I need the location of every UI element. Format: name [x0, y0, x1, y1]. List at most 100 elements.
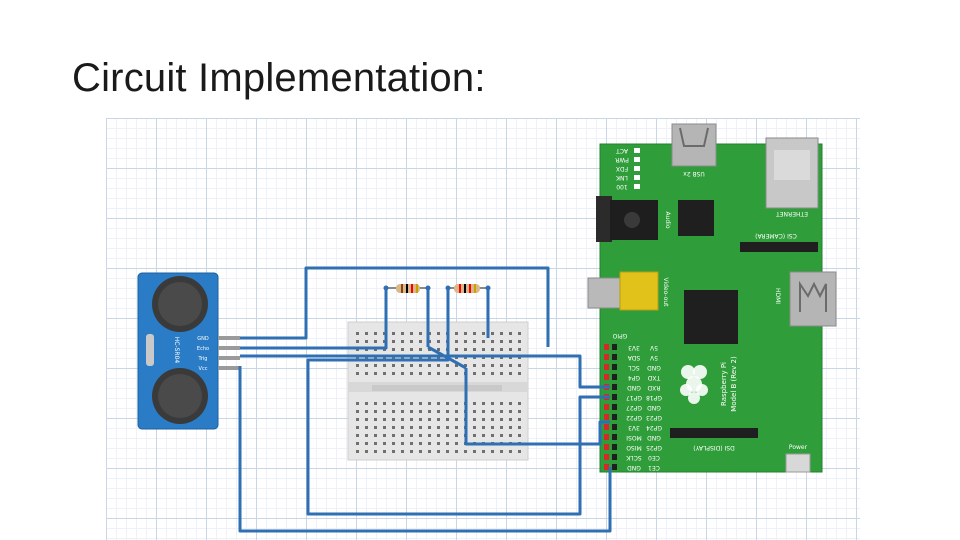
- sensor-model-label: HC-SR04: [173, 337, 180, 364]
- breadboard-hole: [374, 426, 377, 429]
- breadboard-hole: [473, 450, 476, 453]
- sensor-pin-trig: Trig: [198, 356, 208, 362]
- breadboard-hole: [473, 434, 476, 437]
- breadboard-hole: [500, 348, 503, 351]
- resistor-2: [446, 284, 488, 293]
- gpio-pin: [604, 374, 609, 380]
- breadboard-hole: [500, 402, 503, 405]
- gpio-label-left: SDA: [627, 354, 640, 361]
- breadboard-hole: [437, 442, 440, 445]
- hdmi-label: HDMI: [774, 288, 781, 304]
- breadboard-hole: [437, 426, 440, 429]
- gpio-label-right: 5V: [649, 344, 658, 351]
- breadboard-hole: [356, 450, 359, 453]
- breadboard-hole: [356, 332, 359, 335]
- breadboard-hole: [419, 372, 422, 375]
- slide-title: Circuit Implementation:: [72, 56, 486, 100]
- breadboard-hole: [410, 434, 413, 437]
- breadboard-hole: [437, 434, 440, 437]
- led-label-pwr: PWR: [615, 156, 629, 163]
- gpio-label-left: 3V3: [628, 424, 640, 431]
- camera-connector-icon: [740, 242, 818, 252]
- breadboard-hole: [401, 332, 404, 335]
- video-label: Video-out: [662, 277, 669, 307]
- breadboard-hole: [482, 426, 485, 429]
- breadboard-hole: [491, 332, 494, 335]
- breadboard-hole: [428, 426, 431, 429]
- breadboard-hole: [491, 402, 494, 405]
- breadboard-hole: [455, 450, 458, 453]
- breadboard-hole: [419, 348, 422, 351]
- breadboard-hole: [374, 442, 377, 445]
- gpio-pin: [612, 424, 617, 430]
- soc-chip-icon: [684, 290, 738, 344]
- breadboard-hole: [365, 332, 368, 335]
- breadboard-hole: [419, 442, 422, 445]
- breadboard-hole: [464, 450, 467, 453]
- gpio-label-right: 5V: [649, 354, 658, 361]
- breadboard-hole: [356, 434, 359, 437]
- breadboard-hole: [500, 434, 503, 437]
- chip-icon: [678, 200, 714, 236]
- video-out-icon: [619, 271, 659, 311]
- breadboard-hole: [509, 340, 512, 343]
- breadboard-hole: [419, 402, 422, 405]
- breadboard-hole: [482, 434, 485, 437]
- breadboard-hole: [365, 426, 368, 429]
- breadboard-hole: [356, 364, 359, 367]
- breadboard-hole: [455, 442, 458, 445]
- breadboard-hole: [428, 450, 431, 453]
- breadboard-hole: [428, 442, 431, 445]
- breadboard-hole: [518, 402, 521, 405]
- gpio-pin: [604, 364, 609, 370]
- sensor-pins: GND Echo Trig Vcc: [197, 336, 240, 372]
- breadboard-hole: [374, 332, 377, 335]
- board-model: Model B (Rev 2): [730, 356, 738, 412]
- power-port-icon: [785, 453, 811, 473]
- wire-echo-gpio: [464, 368, 610, 446]
- gpio-label-right: GP18: [646, 394, 662, 401]
- breadboard-hole: [437, 340, 440, 343]
- wire-ground-rail: [306, 288, 610, 516]
- display-label: DSI (DISPLAY): [693, 444, 734, 451]
- breadboard-hole: [446, 450, 449, 453]
- breadboard-hole: [446, 434, 449, 437]
- wires: [238, 266, 612, 533]
- breadboard-hole: [509, 332, 512, 335]
- gpio-pin: [612, 414, 617, 420]
- breadboard-hole: [392, 418, 395, 421]
- wire-vcc: [240, 266, 550, 347]
- led-label-act: ACT: [616, 147, 628, 154]
- gpio-pin: [604, 424, 609, 430]
- sensor-pin-vcc: Vcc: [199, 366, 208, 372]
- breadboard-hole: [455, 364, 458, 367]
- breadboard-hole: [365, 418, 368, 421]
- breadboard-hole: [518, 450, 521, 453]
- breadboard-hole: [518, 372, 521, 375]
- breadboard-hole: [374, 364, 377, 367]
- breadboard-hole: [491, 364, 494, 367]
- breadboard-hole: [455, 418, 458, 421]
- breadboard-hole: [428, 402, 431, 405]
- breadboard-hole: [491, 372, 494, 375]
- breadboard-hole: [491, 426, 494, 429]
- breadboard-hole: [365, 364, 368, 367]
- breadboard-hole: [437, 418, 440, 421]
- breadboard-hole: [365, 402, 368, 405]
- gpio-pin: [612, 464, 617, 470]
- breadboard-hole: [473, 364, 476, 367]
- breadboard-hole: [410, 348, 413, 351]
- breadboard-hole: [356, 372, 359, 375]
- gpio-pin: [612, 354, 617, 360]
- breadboard-hole: [437, 410, 440, 413]
- breadboard-hole: [428, 434, 431, 437]
- wire-ground-link: [427, 345, 467, 370]
- gpio-label-left: 3V3: [628, 344, 640, 351]
- breadboard-hole: [509, 364, 512, 367]
- breadboard-hole: [428, 372, 431, 375]
- breadboard-hole: [374, 434, 377, 437]
- breadboard-hole: [437, 332, 440, 335]
- breadboard-hole: [401, 364, 404, 367]
- breadboard-hole: [455, 402, 458, 405]
